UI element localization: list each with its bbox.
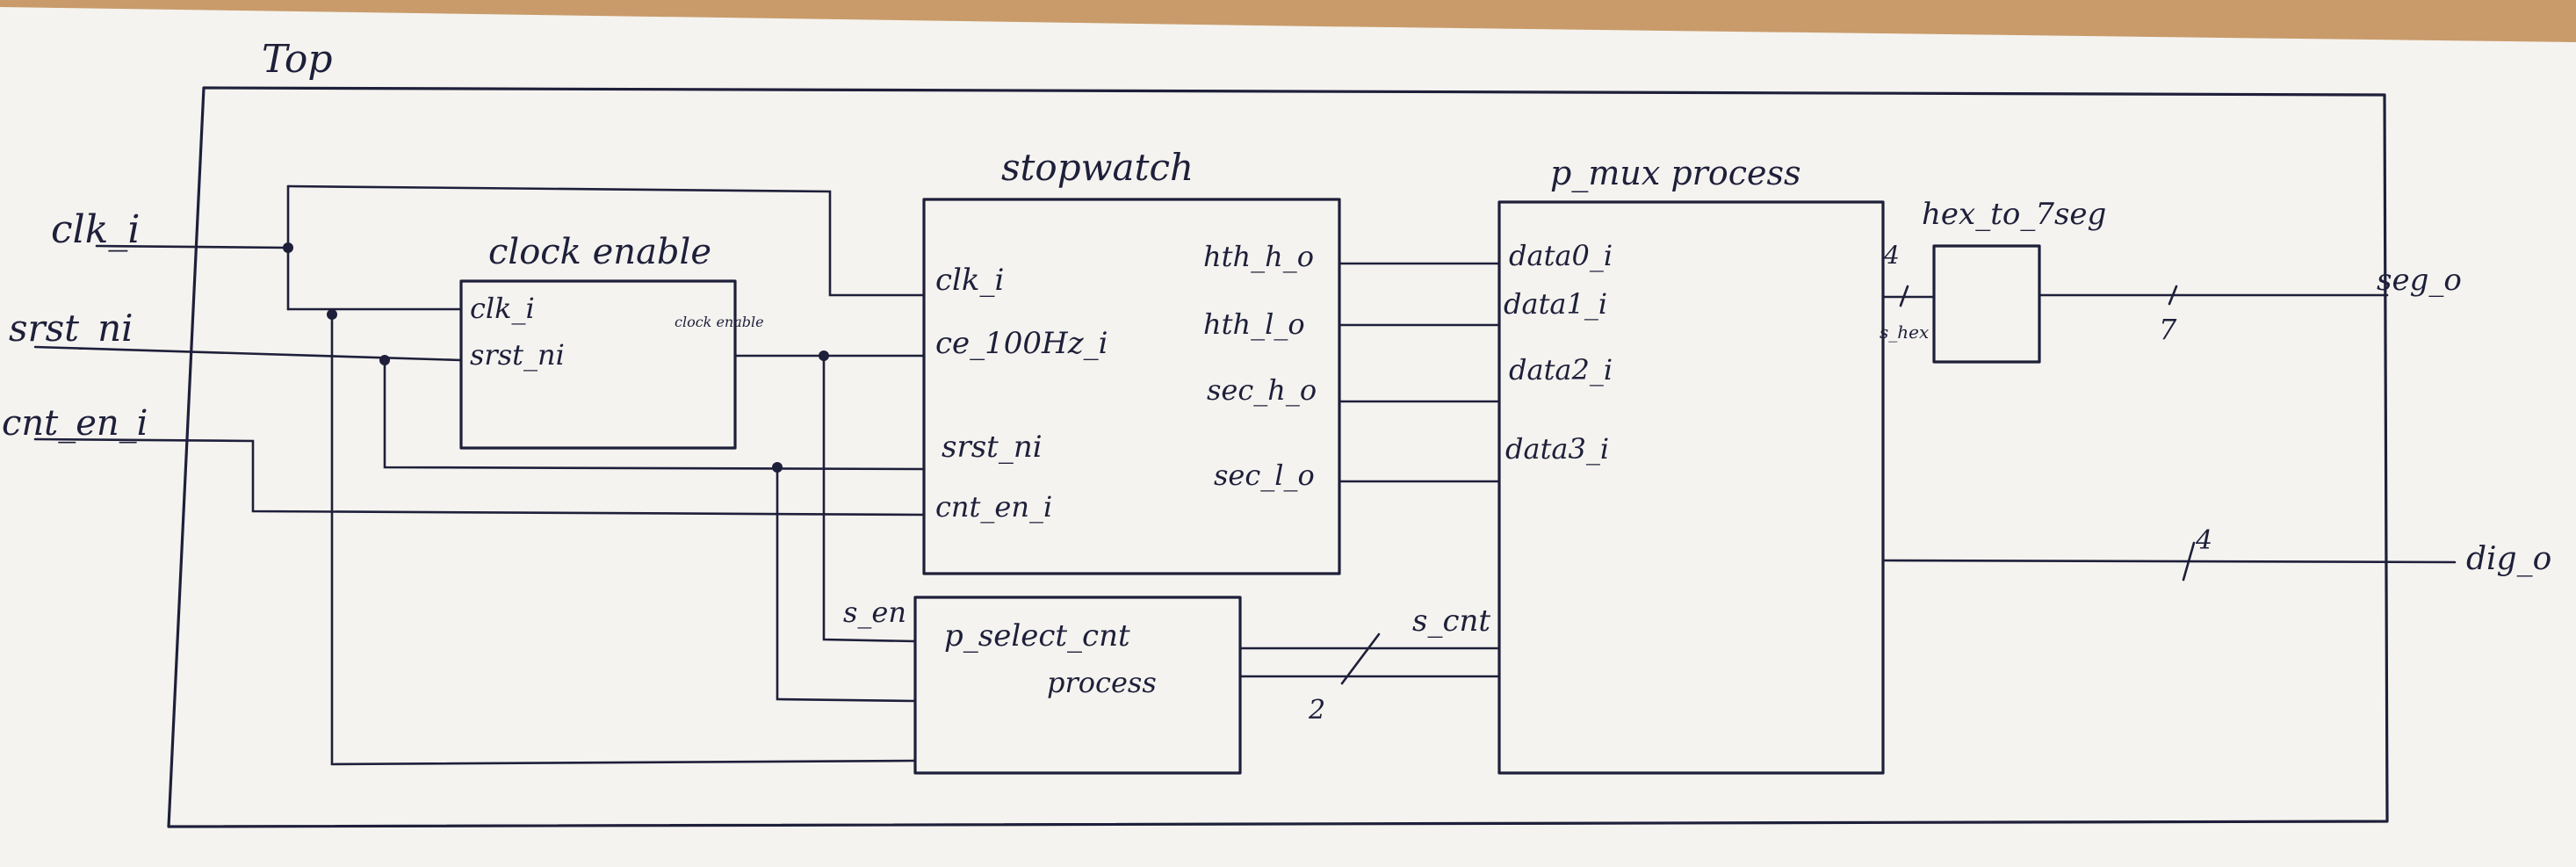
clock-enable-port-srst: srst_ni	[470, 338, 565, 372]
top-frame	[167, 86, 2389, 828]
input-srst-label: srst_ni	[9, 307, 133, 350]
wire-hex-tick	[1899, 285, 1909, 307]
p-mux-port-data3: data3_i	[1505, 432, 1609, 466]
dig-width-label: 4	[2195, 525, 2212, 556]
p-mux-title: p_mux process	[1550, 154, 1800, 193]
seg-width-label: 7	[2159, 313, 2177, 346]
junction-srst	[379, 355, 390, 365]
p-select-cnt-block	[913, 596, 1242, 775]
p-mux-block	[1497, 200, 1885, 775]
hex-width-label: 4	[1883, 241, 1900, 270]
wire-srst-branch	[383, 357, 926, 471]
output-seg-label: seg_o	[2377, 263, 2462, 298]
junction-srst-2	[772, 462, 783, 473]
hex-to-7seg-title: hex_to_7seg	[1922, 197, 2106, 232]
p-mux-port-data2: data2_i	[1509, 353, 1613, 387]
p-mux-port-sel: s_hex	[1880, 322, 1929, 343]
stopwatch-port-hth-l: hth_l_o	[1203, 307, 1305, 341]
wire-clk-down	[330, 313, 917, 766]
wire-cnt-en-input	[33, 437, 926, 517]
wire-dig	[1881, 559, 2457, 564]
wire-clk-input	[95, 244, 290, 249]
wire-srst-input	[33, 345, 463, 362]
wire-ce-down	[822, 354, 917, 643]
stopwatch-port-sec-h: sec_h_o	[1207, 373, 1317, 407]
s-cnt-width-label: 2	[1308, 695, 1325, 726]
p-mux-port-data1: data1_i	[1504, 287, 1607, 321]
wire-srst-down	[776, 466, 917, 703]
stopwatch-port-hth-h: hth_h_o	[1203, 240, 1314, 273]
wire-dig-slash	[2182, 541, 2196, 582]
p-select-cnt-line1: p_select_cnt	[944, 618, 1130, 654]
stopwatch-port-clk: clk_i	[935, 263, 1004, 298]
junction-clk	[283, 242, 293, 253]
clock-enable-title: clock enable	[488, 232, 711, 272]
stopwatch-block	[922, 198, 1341, 575]
junction-clk-2	[327, 309, 337, 320]
wire-s-cnt-slash	[1340, 632, 1381, 685]
p-select-cnt-line2: process	[1047, 666, 1157, 699]
s-en-label: s_en	[843, 596, 906, 629]
table-edge	[0, 0, 2576, 42]
wire-clk-top	[286, 184, 926, 297]
wire-seg-slash	[2168, 285, 2178, 306]
stopwatch-port-sec-l: sec_l_o	[1214, 459, 1315, 492]
stopwatch-title: stopwatch	[1001, 146, 1194, 189]
clock-enable-block	[459, 279, 737, 450]
top-label: Top	[262, 37, 333, 82]
stopwatch-port-ce: ce_100Hz_i	[935, 326, 1108, 361]
clock-enable-port-out: clock enable	[675, 314, 764, 330]
p-mux-port-data0: data0_i	[1509, 239, 1613, 272]
input-clk-label: clk_i	[51, 207, 140, 252]
output-dig-label: dig_o	[2466, 541, 2551, 577]
hex-to-7seg-block	[1932, 244, 2041, 364]
clock-enable-port-clk: clk_i	[470, 292, 535, 325]
junction-ce	[819, 350, 829, 361]
stopwatch-port-srst: srst_ni	[942, 430, 1043, 465]
stopwatch-port-cnt-en: cnt_en_i	[935, 490, 1052, 524]
input-cnt-en-label: cnt_en_i	[2, 403, 148, 444]
s-cnt-label: s_cnt	[1412, 603, 1490, 639]
